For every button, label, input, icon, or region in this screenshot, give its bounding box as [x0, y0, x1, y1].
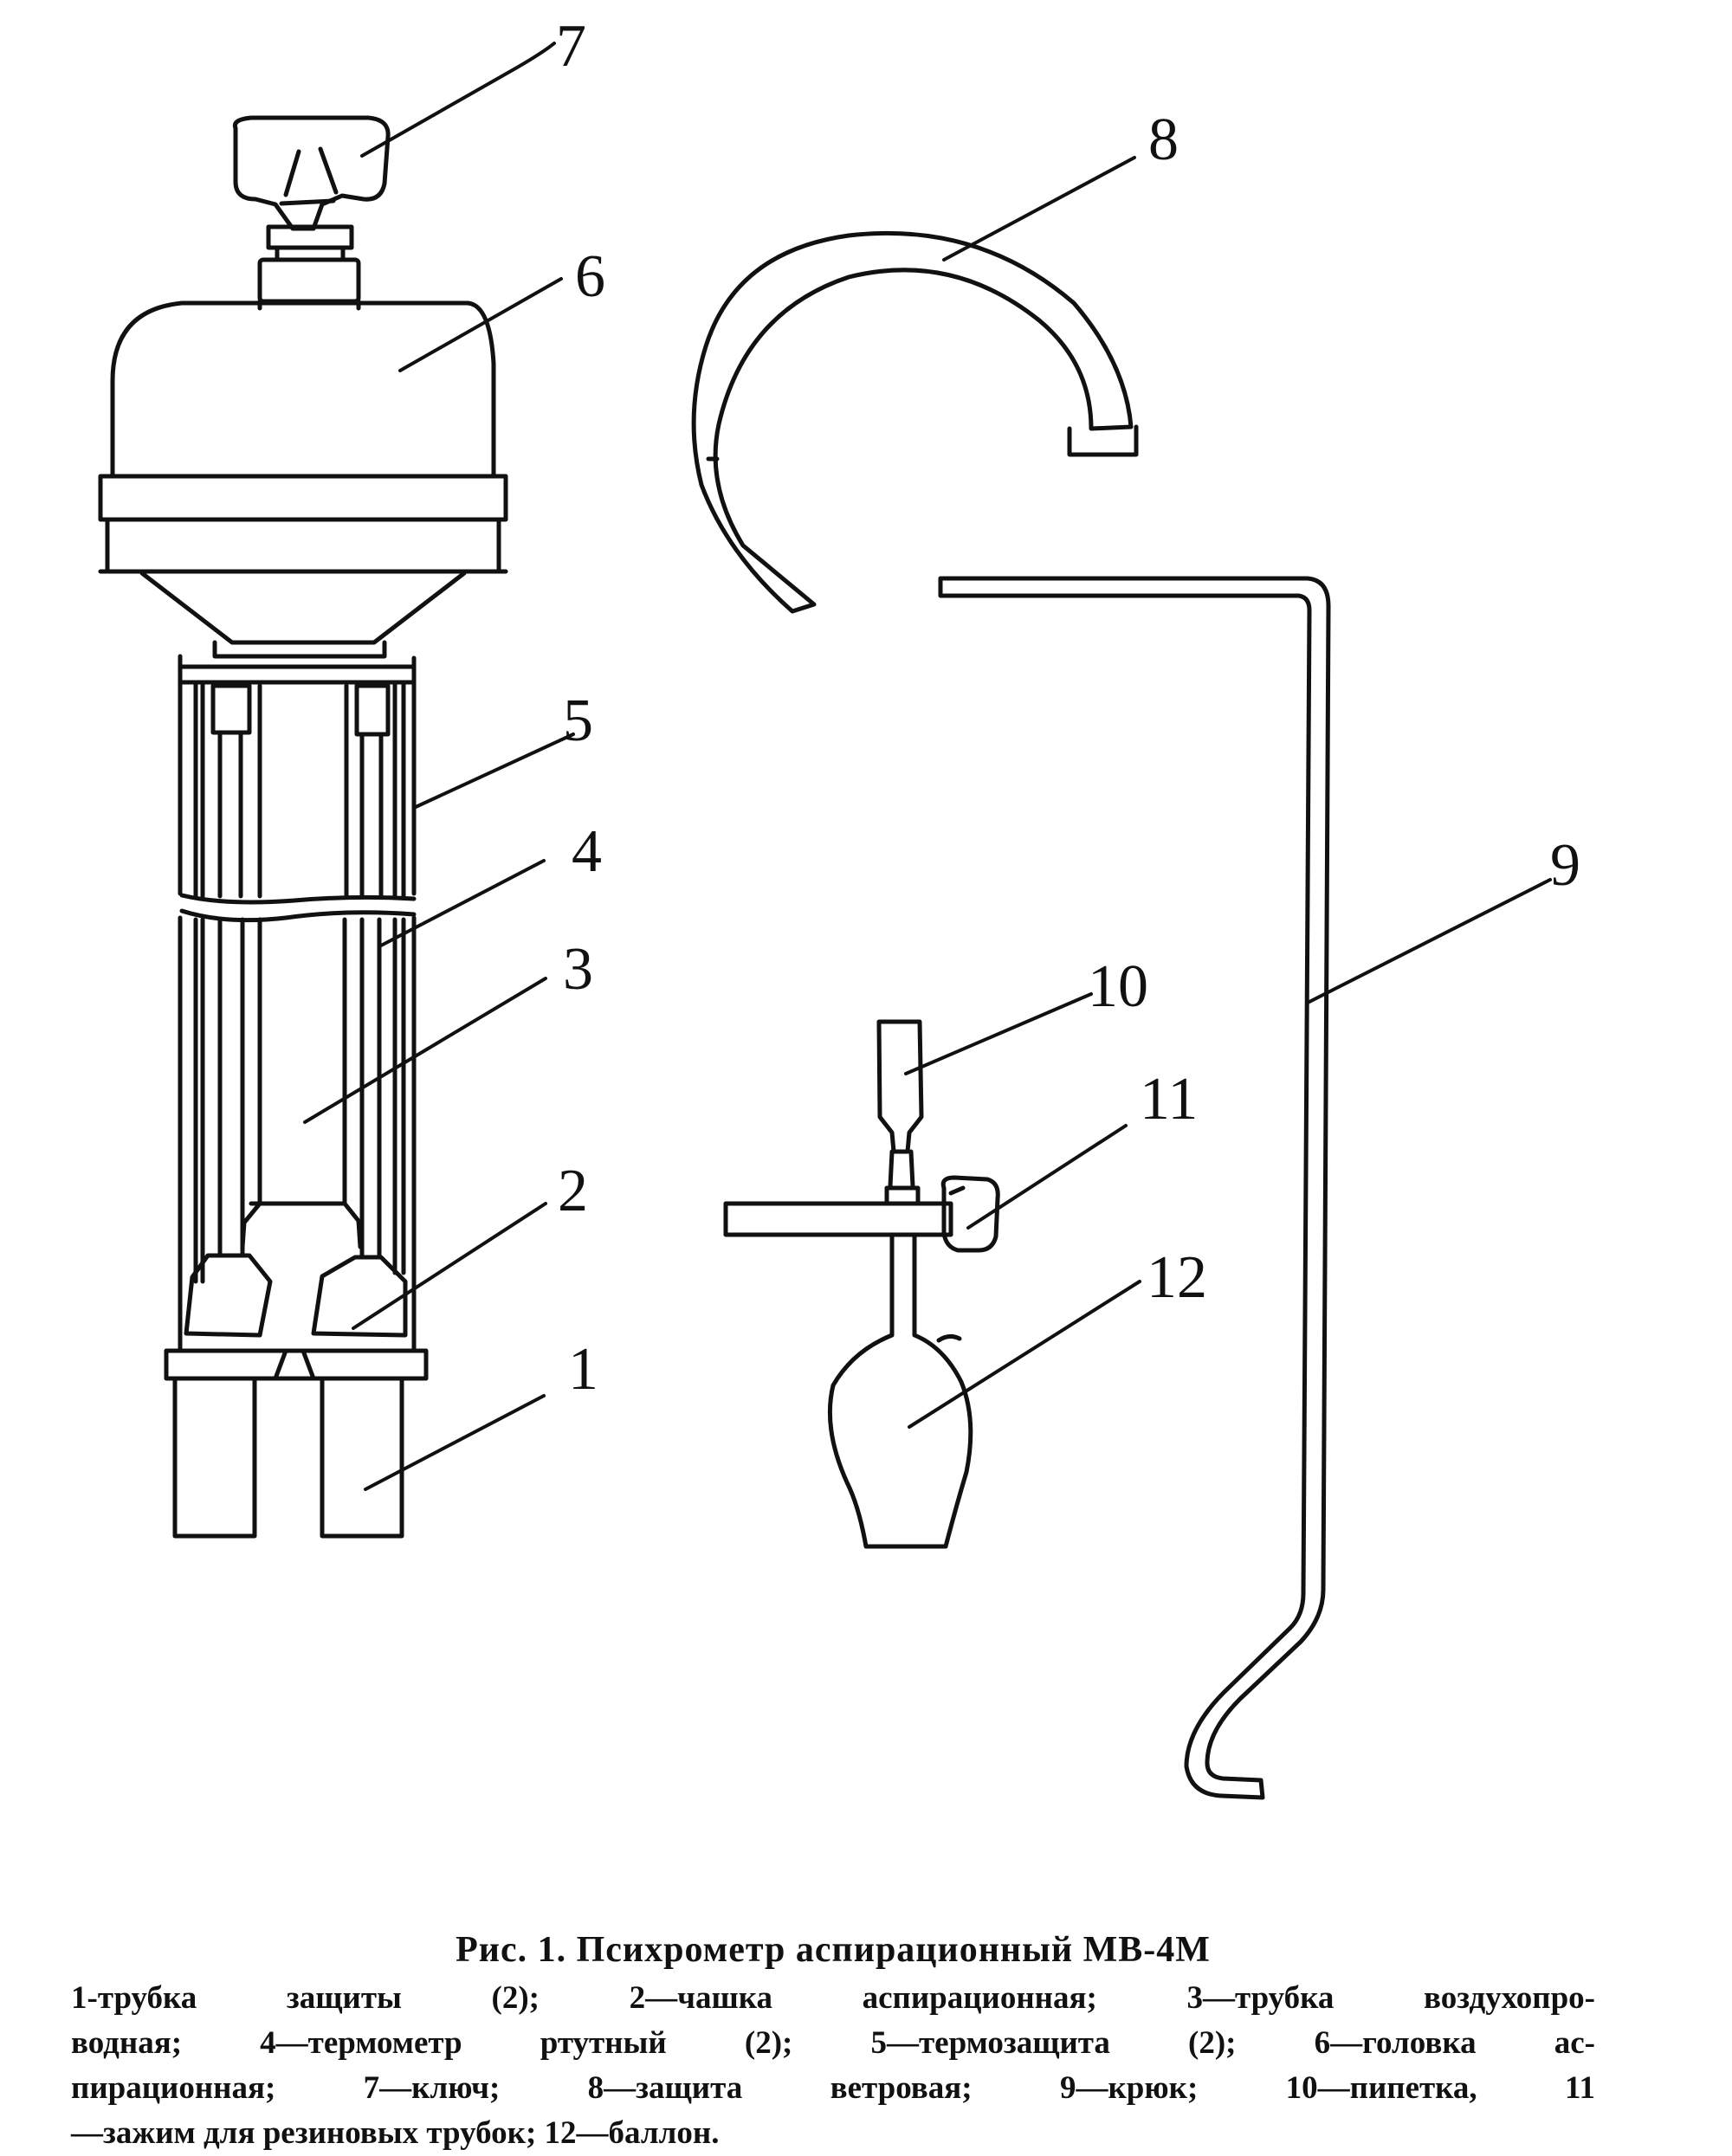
caption-title: Рис. 1. Психрометр аспирационный МВ-4М [456, 1930, 1211, 1970]
pipette-10 [876, 1019, 924, 1189]
caption-line-1: 1-трубка защиты (2); 2—чашка аспирационн… [71, 1980, 1595, 2016]
hook-9 [938, 576, 1331, 1800]
caption-line-4: —зажим для резиновых трубок; 12—баллон. [71, 2115, 720, 2151]
callout-4: 4 [572, 818, 602, 885]
leader-lines [303, 42, 1552, 1491]
callout-labels: 7 8 6 5 4 9 3 10 11 2 12 1 [556, 13, 1580, 1403]
wind-protection-8 [691, 230, 1139, 614]
aspiration-head-6 [98, 299, 508, 659]
clamp-11 [723, 1175, 1000, 1253]
callout-5: 5 [563, 687, 593, 754]
caption-line-2: водная; 4—термометр ртутный (2); 5—термо… [71, 2025, 1595, 2061]
bulb-12 [827, 1232, 973, 1549]
callout-11: 11 [1140, 1066, 1198, 1133]
callout-7: 7 [556, 13, 586, 80]
callout-6: 6 [575, 243, 605, 310]
callout-1: 1 [568, 1336, 598, 1403]
callout-9: 9 [1550, 832, 1580, 899]
air-duct-tube-3 [240, 683, 363, 1249]
callout-2: 2 [558, 1158, 588, 1224]
thermal-protection-5 [178, 654, 417, 1353]
aspiration-cup-2 [164, 1253, 429, 1381]
caption-line-3: пирационная; 7—ключ; 8—защита ветровая; … [71, 2070, 1595, 2106]
figure-caption: Рис. 1. Психрометр аспирационный МВ-4М 1… [71, 1929, 1595, 2156]
callout-10: 10 [1088, 953, 1148, 1020]
key-7 [232, 115, 391, 304]
callout-8: 8 [1148, 107, 1179, 173]
mercury-thermometer-4 [193, 683, 406, 1284]
callout-3: 3 [563, 936, 593, 1003]
callout-12: 12 [1147, 1244, 1207, 1311]
protection-tube-1 [172, 1376, 404, 1539]
